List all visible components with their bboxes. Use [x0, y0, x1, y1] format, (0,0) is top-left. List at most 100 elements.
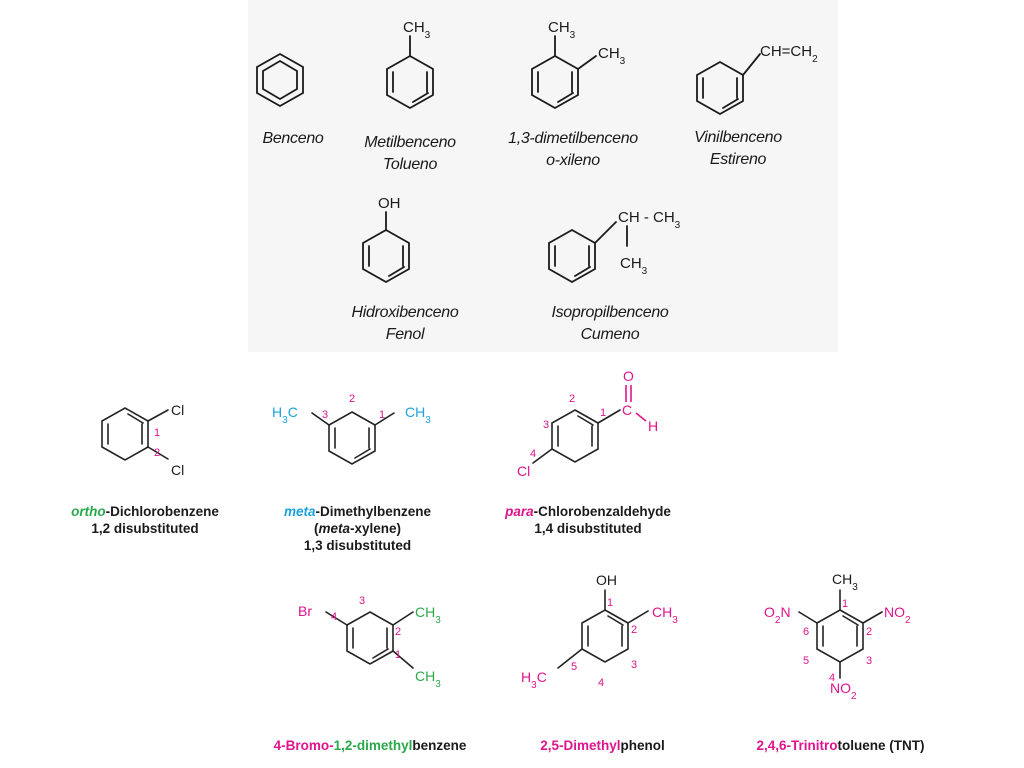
cumene-structure: CH - CH3 CH3 — [548, 209, 681, 284]
atom-label: Br — [298, 603, 312, 619]
atom-label: CH3 — [403, 19, 431, 41]
svg-text:2: 2 — [631, 624, 637, 636]
svg-text:CH=CH2: CH=CH2 — [760, 43, 818, 65]
meta-xylene-structure: H3C CH3 3 2 1 — [272, 393, 431, 465]
name-fenol: Hidroxibenceno Fenol — [351, 304, 459, 343]
svg-text:2: 2 — [866, 626, 872, 638]
atom-label: Cl — [171, 402, 184, 418]
atom-label: O — [623, 368, 634, 384]
svg-text:3: 3 — [322, 409, 328, 421]
atom-label: OH — [378, 195, 401, 212]
atom-label: CH3 — [415, 668, 441, 690]
svg-text:O: O — [623, 368, 634, 384]
benzene-structure — [256, 52, 304, 108]
bromo-dimethylbenzene-structure: Br CH3 CH3 4 3 2 1 — [298, 595, 441, 690]
svg-text:O2N: O2N — [764, 604, 791, 626]
svg-text:CH3: CH3 — [403, 19, 431, 41]
phenol-structure: OH — [362, 195, 410, 284]
atom-label: CH3 — [620, 255, 648, 277]
atom-label: CH - CH3 — [618, 209, 681, 231]
svg-text:4: 4 — [530, 448, 536, 460]
tnt-structure: CH3 O2N NO2 NO2 1 2 3 4 5 6 — [764, 571, 911, 702]
caption-para: para-Chlorobenzaldehyde 1,4 disubstitute… — [505, 504, 671, 536]
svg-text:2: 2 — [569, 393, 575, 405]
svg-text:H3C: H3C — [521, 669, 547, 691]
styrene-structure: CH=CH2 — [696, 43, 818, 116]
atom-label: Cl — [171, 462, 184, 478]
dimethylphenol-structure: OH CH3 H3C 1 2 3 4 5 — [521, 572, 678, 691]
name-tolueno: Metilbenceno Tolueno — [364, 134, 456, 173]
para-chlorobenzaldehyde-structure: O C H Cl 2 1 3 4 — [517, 368, 658, 479]
svg-text:1: 1 — [600, 407, 606, 419]
atom-label: CH3 — [405, 404, 431, 426]
caption-dimethylphenol: 2,5-Dimethylphenol — [540, 738, 665, 753]
svg-text:3: 3 — [543, 419, 549, 431]
name-benceno: Benceno — [262, 130, 324, 147]
svg-text:1: 1 — [842, 598, 848, 610]
svg-text:CH3: CH3 — [598, 45, 626, 67]
name-o-xileno: 1,3-dimetilbenceno o-xileno — [508, 130, 638, 169]
atom-label: OH — [596, 572, 617, 588]
atom-label: NO2 — [830, 680, 857, 702]
svg-text:H: H — [648, 418, 658, 434]
svg-text:CH3: CH3 — [415, 668, 441, 690]
svg-text:CH3: CH3 — [415, 604, 441, 626]
svg-text:4: 4 — [598, 677, 604, 689]
caption-meta: meta-Dimethylbenzene (meta-xylene) 1,3 d… — [283, 504, 432, 553]
svg-text:Cl: Cl — [171, 462, 184, 478]
atom-label: H3C — [272, 404, 298, 426]
atom-label: CH3 — [548, 19, 576, 41]
svg-text:4: 4 — [829, 672, 835, 684]
svg-text:1: 1 — [607, 597, 613, 609]
caption-tnt: 2,4,6-Trinitrotoluene (TNT) — [756, 738, 925, 753]
svg-text:1: 1 — [379, 409, 385, 421]
atom-label: CH3 — [652, 604, 678, 626]
svg-text:1: 1 — [395, 649, 401, 661]
svg-text:OH: OH — [378, 195, 401, 212]
atom-label: C — [622, 402, 632, 418]
atom-label: H — [648, 418, 658, 434]
svg-text:2: 2 — [349, 393, 355, 405]
svg-text:CH3: CH3 — [405, 404, 431, 426]
atom-label: H3C — [521, 669, 547, 691]
svg-text:CH3: CH3 — [620, 255, 648, 277]
name-cumeno: Isopropilbenceno Cumeno — [551, 304, 669, 343]
svg-text:5: 5 — [571, 661, 577, 673]
svg-text:3: 3 — [631, 659, 637, 671]
top-panel-background — [248, 0, 838, 352]
svg-text:H3C: H3C — [272, 404, 298, 426]
svg-text:2: 2 — [154, 447, 160, 459]
o-xylene-structure: CH3 CH3 — [531, 19, 626, 110]
atom-label: NO2 — [884, 604, 911, 626]
atom-label: CH=CH2 — [760, 43, 818, 65]
atom-label: CH3 — [832, 571, 858, 593]
atom-label: O2N — [764, 604, 791, 626]
svg-text:C: C — [622, 402, 632, 418]
atom-label: CH3 — [415, 604, 441, 626]
svg-text:Cl: Cl — [171, 402, 184, 418]
svg-text:6: 6 — [803, 626, 809, 638]
name-estireno: Vinilbenceno Estireno — [694, 129, 782, 168]
atom-label: CH3 — [598, 45, 626, 67]
caption-ortho: ortho-Dichlorobenzene 1,2 disubstituted — [71, 504, 219, 536]
svg-text:4: 4 — [331, 611, 337, 623]
svg-text:NO2: NO2 — [884, 604, 911, 626]
svg-text:Cl: Cl — [517, 463, 530, 479]
ortho-dichlorobenzene-structure: Cl Cl 1 2 — [101, 402, 184, 478]
svg-text:CH - CH3: CH - CH3 — [618, 209, 681, 231]
svg-text:CH3: CH3 — [832, 571, 858, 593]
svg-text:OH: OH — [596, 572, 617, 588]
caption-bromo: 4-Bromo-1,2-dimethylbenzene — [273, 738, 467, 753]
svg-text:CH3: CH3 — [652, 604, 678, 626]
svg-text:3: 3 — [866, 655, 872, 667]
svg-text:CH3: CH3 — [548, 19, 576, 41]
svg-text:2: 2 — [395, 626, 401, 638]
svg-text:NO2: NO2 — [830, 680, 857, 702]
svg-text:Br: Br — [298, 603, 312, 619]
svg-text:5: 5 — [803, 655, 809, 667]
toluene-structure: CH3 — [386, 19, 434, 110]
svg-text:1: 1 — [154, 427, 160, 439]
svg-text:3: 3 — [359, 595, 365, 607]
